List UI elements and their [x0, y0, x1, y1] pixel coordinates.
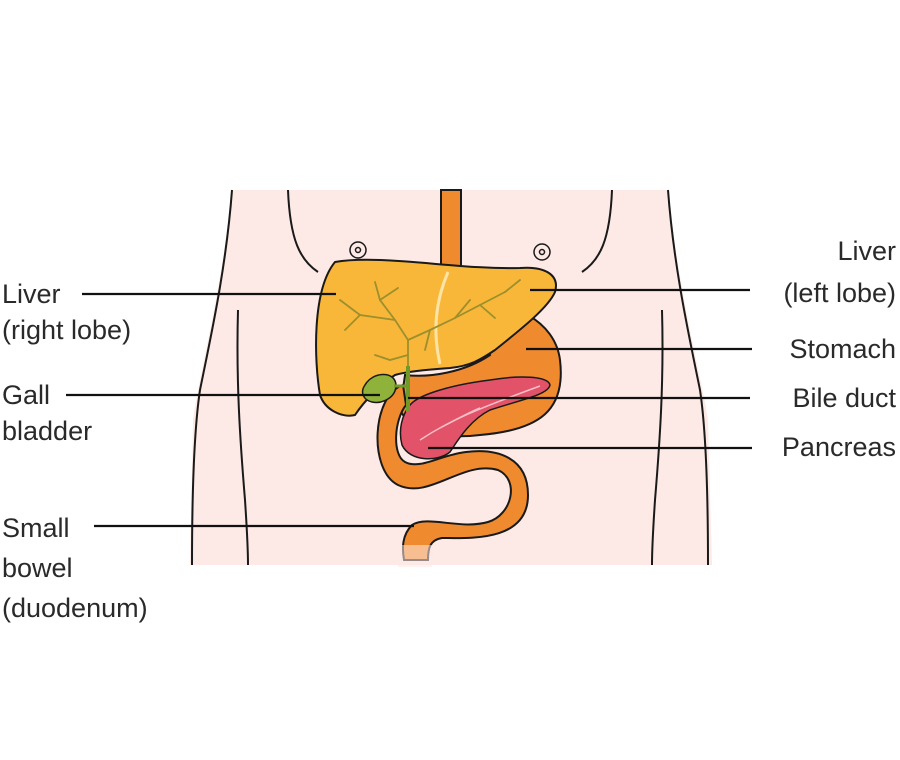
label-small-bowel-line2: bowel — [2, 553, 73, 583]
label-bile-duct-line1: Bile duct — [792, 383, 896, 413]
bowel-fade — [398, 545, 432, 567]
nipple-icons — [349, 241, 551, 261]
label-liver-left-line1: Liver — [837, 236, 896, 266]
label-small-bowel-line1: Small — [2, 513, 70, 543]
label-liver-left: Liver (left lobe) — [783, 230, 896, 314]
label-stomach: Stomach — [789, 331, 896, 367]
label-liver-right-line1: Liver — [2, 279, 61, 309]
label-gall-bladder-line1: Gall — [2, 380, 51, 410]
label-small-bowel: Small bowel (duodenum) — [2, 508, 148, 628]
leader-lines — [66, 288, 752, 528]
label-liver-right: Liver (right lobe) — [2, 276, 131, 348]
falciform-ligament — [434, 271, 450, 365]
oesophagus — [440, 189, 462, 276]
label-gall-bladder-line2: bladder — [2, 416, 93, 446]
pancreatic-duct — [419, 385, 541, 441]
label-gall-bladder: Gall bladder — [2, 377, 92, 449]
label-small-bowel-line3: (duodenum) — [2, 593, 148, 623]
label-liver-right-line2: (right lobe) — [2, 315, 132, 345]
liver-vessels — [339, 279, 521, 371]
label-liver-left-line2: (left lobe) — [783, 278, 896, 308]
label-stomach-line1: Stomach — [789, 334, 896, 364]
body-outline — [191, 189, 709, 566]
label-pancreas: Pancreas — [782, 429, 896, 465]
label-bile-duct: Bile duct — [792, 380, 896, 416]
label-pancreas-line1: Pancreas — [781, 432, 896, 462]
